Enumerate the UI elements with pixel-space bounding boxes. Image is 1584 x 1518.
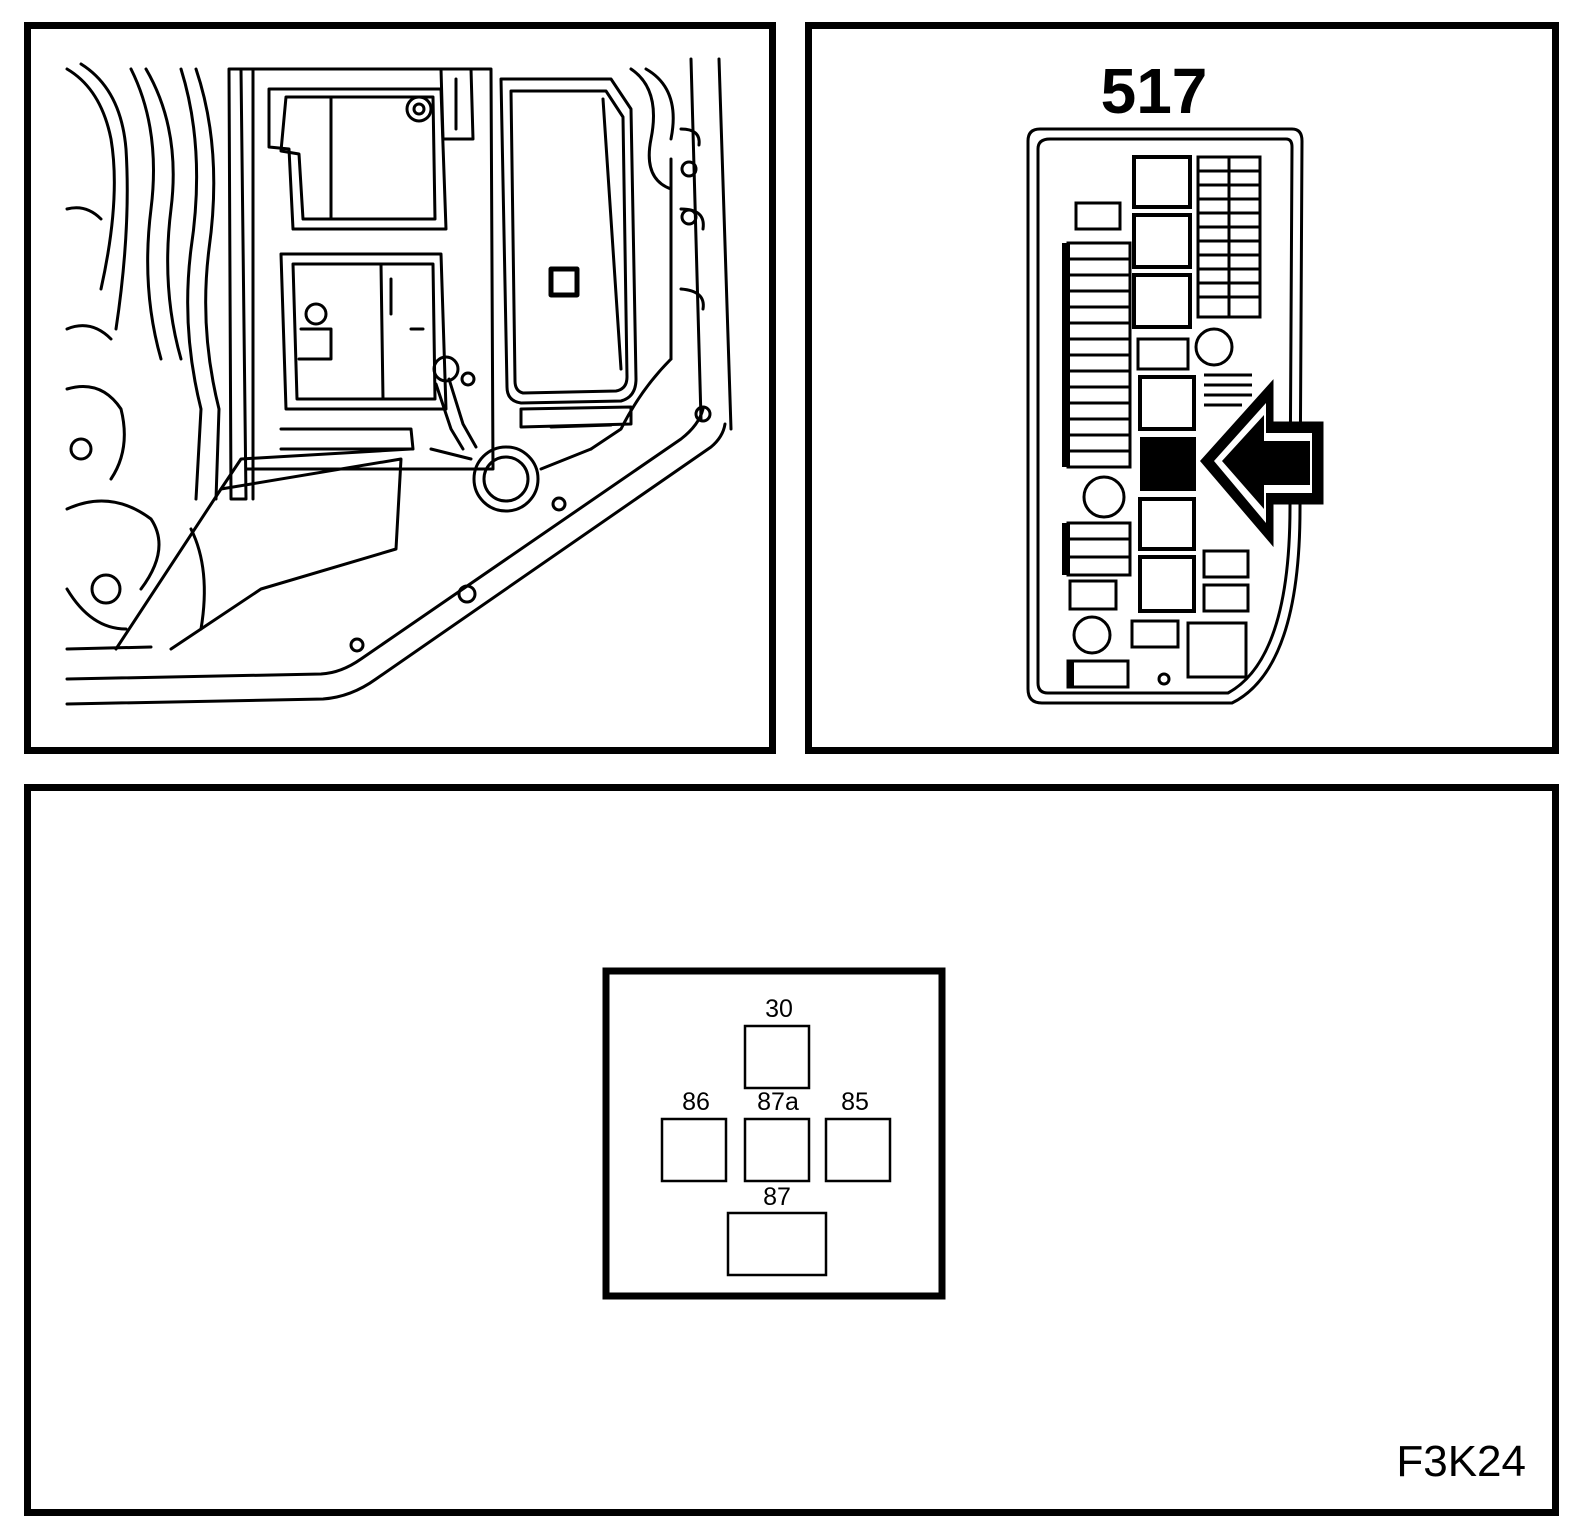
figure-code: F3K24	[1396, 1437, 1526, 1486]
pin-30-terminal	[743, 1024, 811, 1090]
pin-85-terminal	[824, 1117, 892, 1183]
relay-pinout-diagram: 30 86 87a 85 87	[602, 967, 946, 1300]
pin-30-label: 30	[765, 995, 793, 1023]
fuse-box-number: 517	[1101, 55, 1208, 127]
fuse-box-panel: 517	[805, 22, 1559, 754]
pin-87a-terminal	[743, 1117, 811, 1183]
engine-compartment-illustration	[65, 57, 733, 706]
relay-pinout-panel: 30 86 87a 85 87 F3K24	[24, 784, 1559, 1516]
pin-87a-label: 87a	[757, 1088, 799, 1116]
pin-86-label: 86	[682, 1088, 710, 1116]
fuse-box-diagram: 517	[1026, 55, 1324, 705]
highlighted-relay	[1140, 437, 1196, 491]
relay-outline	[602, 967, 946, 1300]
pin-85-label: 85	[841, 1088, 869, 1116]
pin-87-terminal	[726, 1211, 828, 1277]
engine-compartment-panel	[24, 22, 776, 754]
fuse-box-outline	[1026, 127, 1304, 705]
pin-87-label: 87	[763, 1183, 791, 1211]
pin-86-terminal	[660, 1117, 728, 1183]
